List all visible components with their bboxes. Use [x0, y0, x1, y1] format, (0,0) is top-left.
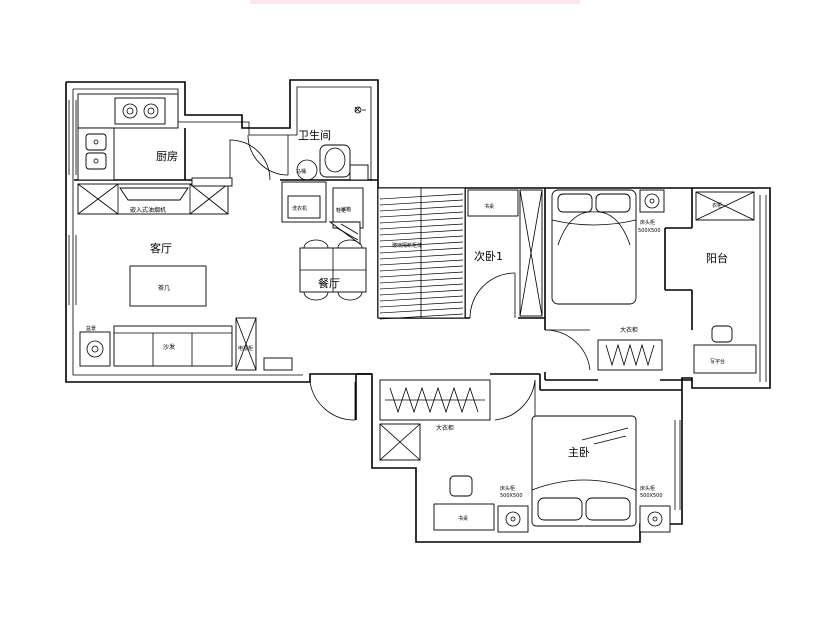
tea-table-label: 茶几 [158, 284, 170, 292]
living-furniture [79, 265, 293, 371]
dining-set [299, 221, 367, 301]
fridge-label: 冰箱 [341, 206, 351, 213]
hatch-line [379, 259, 464, 266]
plant-stand-label: 盆景 [86, 325, 96, 332]
second-bedroom-furniture [467, 189, 665, 317]
shoe-rack-label: 鞋柜 [336, 207, 346, 214]
hatch-line [379, 313, 464, 320]
washer-label: 洗衣机 [292, 205, 307, 212]
doors [229, 134, 591, 421]
room-label-kitchen: 厨房 [156, 150, 178, 163]
range-hood-label: 嵌入式油烟机 [130, 206, 166, 214]
hatch-line [379, 205, 464, 212]
hatch-line [379, 289, 464, 296]
room-label-dining: 餐厅 [318, 276, 340, 290]
room-label-master-bedroom: 主卧 [568, 446, 590, 459]
size-note-3: 500X500 [640, 493, 663, 499]
room-label-balcony: 阳台 [706, 251, 728, 265]
top-edge-bar [250, 0, 580, 4]
hatch-line [379, 277, 464, 284]
toilet-seat-label: 马桶 [296, 168, 306, 175]
nightstand-master-right-label: 床头柜 [640, 485, 655, 492]
glass-partition-cabinet [377, 187, 466, 320]
hatch-line [379, 223, 464, 230]
tv-cabinet-label: 电视柜 [238, 345, 253, 352]
hatch-line [379, 265, 464, 272]
kitchen-fixtures [77, 93, 233, 215]
room-label-second-bedroom: 次卧1 [474, 249, 503, 263]
toilet-fixtures [281, 106, 369, 229]
room-label-living: 客厅 [150, 241, 172, 255]
hatch-line [379, 241, 464, 248]
hatch-line [379, 253, 464, 260]
desk-master-label: 书桌 [458, 515, 468, 522]
hatch-line [379, 211, 464, 218]
room-label-toilet: 卫生间 [298, 128, 331, 142]
wardrobe-second-label: 大衣柜 [620, 326, 638, 334]
size-note-2: 500X500 [500, 493, 523, 499]
balcony-furniture [693, 191, 757, 374]
hatch-line [379, 283, 464, 290]
desk-second-label: 书桌 [484, 203, 494, 210]
hatch-line [379, 271, 464, 278]
master-bedroom-furniture [379, 415, 671, 533]
windows [68, 100, 767, 510]
hatch-line [379, 199, 464, 206]
nightstand-second-label: 床头柜 [640, 219, 655, 226]
glass-partition-label: 玻璃隔断柜体 [392, 242, 422, 249]
desk-balcony-label: 写字台 [710, 358, 725, 365]
wardrobe-second-bedroom [597, 339, 663, 371]
hatch-line [379, 235, 464, 242]
hatch-line [379, 229, 464, 236]
hatch-line [379, 295, 464, 302]
hatch-line [379, 217, 464, 224]
hatch-line [379, 247, 464, 254]
wardrobe-master-bedroom [379, 379, 491, 421]
hatch-line [379, 307, 464, 314]
hatch-line [379, 193, 464, 200]
sofa-label: 沙发 [163, 343, 175, 351]
wardrobe-top-label: 衣柜 [712, 202, 722, 209]
nightstand-master-left-label: 床头柜 [500, 485, 515, 492]
size-note-1: 500X500 [638, 228, 661, 234]
hatch-line [379, 301, 464, 308]
wardrobe-master-label: 大衣柜 [436, 424, 454, 432]
